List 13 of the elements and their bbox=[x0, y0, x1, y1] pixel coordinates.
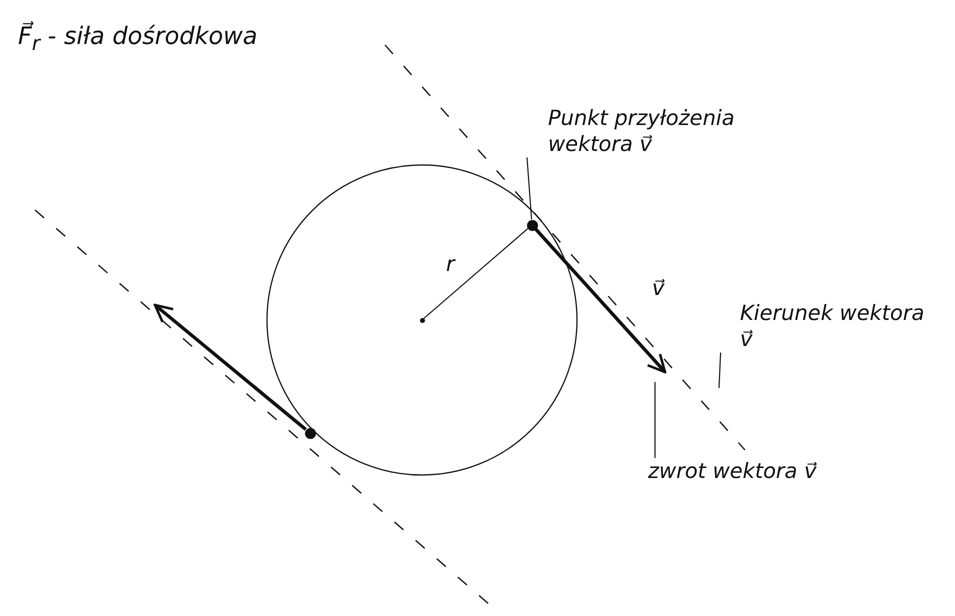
annotation-text: Kierunek wektora v⃗ bbox=[712, 300, 927, 352]
vector-arrow bbox=[154, 304, 307, 431]
annotation-text: zwrot wektora v⃗ bbox=[640, 458, 940, 484]
annotation-text: Punkt przyłożenia wektora v⃗ bbox=[522, 105, 772, 158]
vector-arrow bbox=[534, 228, 666, 374]
point-dot bbox=[420, 318, 424, 322]
radius-line bbox=[424, 228, 528, 319]
leader-line bbox=[654, 382, 656, 458]
leader-line bbox=[526, 157, 532, 220]
leader-line bbox=[718, 352, 722, 388]
point-dot bbox=[304, 428, 316, 438]
note-text: F⃗$_{r}$ - siła dośrodkowa bbox=[18, 22, 258, 55]
point-dot bbox=[526, 220, 538, 230]
